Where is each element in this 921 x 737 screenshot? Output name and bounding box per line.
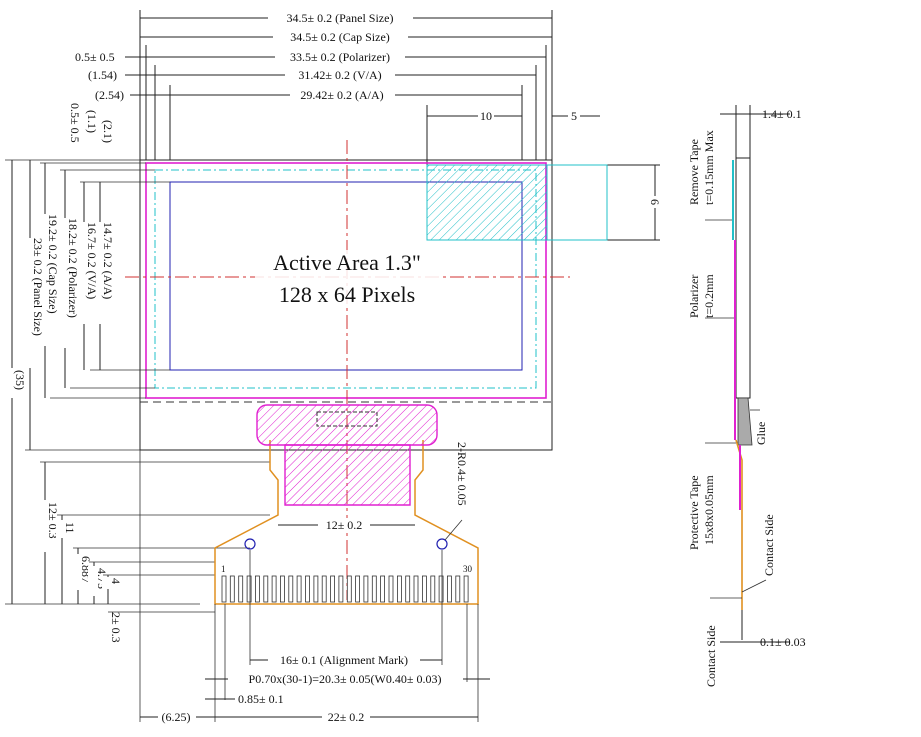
fpc-pin <box>405 575 411 603</box>
dim-v05: 0.5± 0.5 <box>68 103 82 143</box>
active-area-title: Active Area 1.3" <box>273 250 421 275</box>
dim-v-aa: 14.7± 0.2 (A/A) <box>101 222 115 299</box>
dim-v-polarizer: 18.2± 0.2 (Polarizer) <box>66 218 80 318</box>
dim-085: 0.85± 0.1 <box>238 692 284 706</box>
dim-v11: (1.1) <box>85 110 99 133</box>
dim-align-mark: 16± 0.1 (Alignment Mark) <box>280 653 408 667</box>
fpc-pin <box>296 575 302 603</box>
fpc-pin <box>288 575 294 603</box>
fpc-pin <box>338 575 344 603</box>
dim-panel-size: 34.5± 0.2 (Panel Size) <box>287 11 394 25</box>
fpc-pin <box>446 575 452 603</box>
dim-v-va: 16.7± 0.2 (V/A) <box>85 222 99 299</box>
fpc-pin <box>263 575 269 603</box>
dim-v-4: 4 <box>109 578 123 584</box>
fpc-pin <box>371 575 377 603</box>
dim-22: 22± 0.2 <box>328 710 365 724</box>
fpc-pin <box>246 575 252 603</box>
fpc-pin <box>421 575 427 603</box>
fpc-tail: 1 30 12± 0.2 2-R0.4± 0.05 2± 0.3 16± 0.1… <box>108 404 490 724</box>
dim-polarizer: 33.5± 0.2 (Polarizer) <box>290 50 390 64</box>
dim-fpc-thickness: 0.1± 0.03 <box>760 635 806 649</box>
dim-6: 6 <box>648 199 662 205</box>
fpc-pin <box>330 575 336 603</box>
dim-left-254: (2.54) <box>95 88 124 102</box>
dim-v21: (2.1) <box>101 120 115 143</box>
dim-fpc-12: 12± 0.2 <box>326 518 363 532</box>
dim-10: 10 <box>480 109 492 123</box>
panel-front-view: Active Area 1.3" 128 x 64 Pixels <box>125 140 608 600</box>
dim-left-05: 0.5± 0.5 <box>75 50 115 64</box>
dim-625: (6.25) <box>162 710 191 724</box>
dim-pitch: P0.70x(30-1)=20.3± 0.05(W0.40± 0.03) <box>249 672 442 686</box>
fpc-pin <box>388 575 394 603</box>
fpc-pin <box>455 575 461 603</box>
dim-cap-size: 34.5± 0.2 (Cap Size) <box>290 30 390 44</box>
fpc-pin <box>438 575 444 603</box>
fpc-pin <box>238 575 244 603</box>
dim-left-154: (1.54) <box>88 68 117 82</box>
contact-side-right: Contact Side <box>762 514 776 576</box>
remove-tape-label-2: t=0.15mm Max <box>702 130 716 205</box>
contact-side-bottom: Contact Side <box>704 625 718 687</box>
dim-v-total: (35) <box>13 370 27 390</box>
dim-v-11: 11 <box>63 522 77 534</box>
pin-30-label: 30 <box>463 564 473 574</box>
fpc-pin <box>355 575 361 603</box>
side-view: 1.4± 0.1 Remove Tape t=0.15mm Max Polari… <box>687 105 806 687</box>
fpc-pin <box>313 575 319 603</box>
fpc-pin <box>321 575 327 603</box>
polarizer-label-2: t=0.2mm <box>702 274 716 318</box>
fpc-pin <box>363 575 369 603</box>
fpc-pin <box>254 575 260 603</box>
remove-tape-label-1: Remove Tape <box>687 139 701 205</box>
dim-v-cap: 19.2± 0.2 (Cap Size) <box>46 214 60 314</box>
pin-1-label: 1 <box>221 564 226 574</box>
dim-v-panel: 23± 0.2 (Panel Size) <box>31 238 45 336</box>
active-area-pixels: 128 x 64 Pixels <box>279 282 415 307</box>
dim-5: 5 <box>571 109 577 123</box>
dim-thickness: 1.4± 0.1 <box>762 107 802 121</box>
dim-va: 31.42± 0.2 (V/A) <box>298 68 381 82</box>
fpc-pin <box>229 575 235 603</box>
fpc-pin <box>396 575 402 603</box>
fpc-pin-row <box>221 575 469 603</box>
polarizer-label-1: Polarizer <box>687 275 701 318</box>
protective-tape-label-1: Protective Tape <box>687 475 701 550</box>
fpc-pin <box>380 575 386 603</box>
fpc-pin <box>279 575 285 603</box>
dim-radius: 2-R0.4± 0.05 <box>455 442 469 506</box>
fpc-pin <box>463 575 469 603</box>
left-dimensions: 0.5± 0.5 (1.1) (2.1) 14.7± 0.2 (A/A) 16.… <box>5 103 270 605</box>
protective-tape-label-2: 15x8x0.05mm <box>702 475 716 545</box>
fpc-pin <box>221 575 227 603</box>
fpc-pin <box>430 575 436 603</box>
fpc-pin <box>271 575 277 603</box>
fpc-pin <box>305 575 310 603</box>
glue-label: Glue <box>754 422 768 445</box>
top-dimensions: 34.5± 0.2 (Panel Size) 34.5± 0.2 (Cap Si… <box>75 10 662 241</box>
dim-fpc-2: 2± 0.3 <box>109 612 123 643</box>
dim-aa: 29.42± 0.2 (A/A) <box>300 88 383 102</box>
fpc-pin <box>346 575 352 603</box>
fpc-pin <box>413 575 419 603</box>
